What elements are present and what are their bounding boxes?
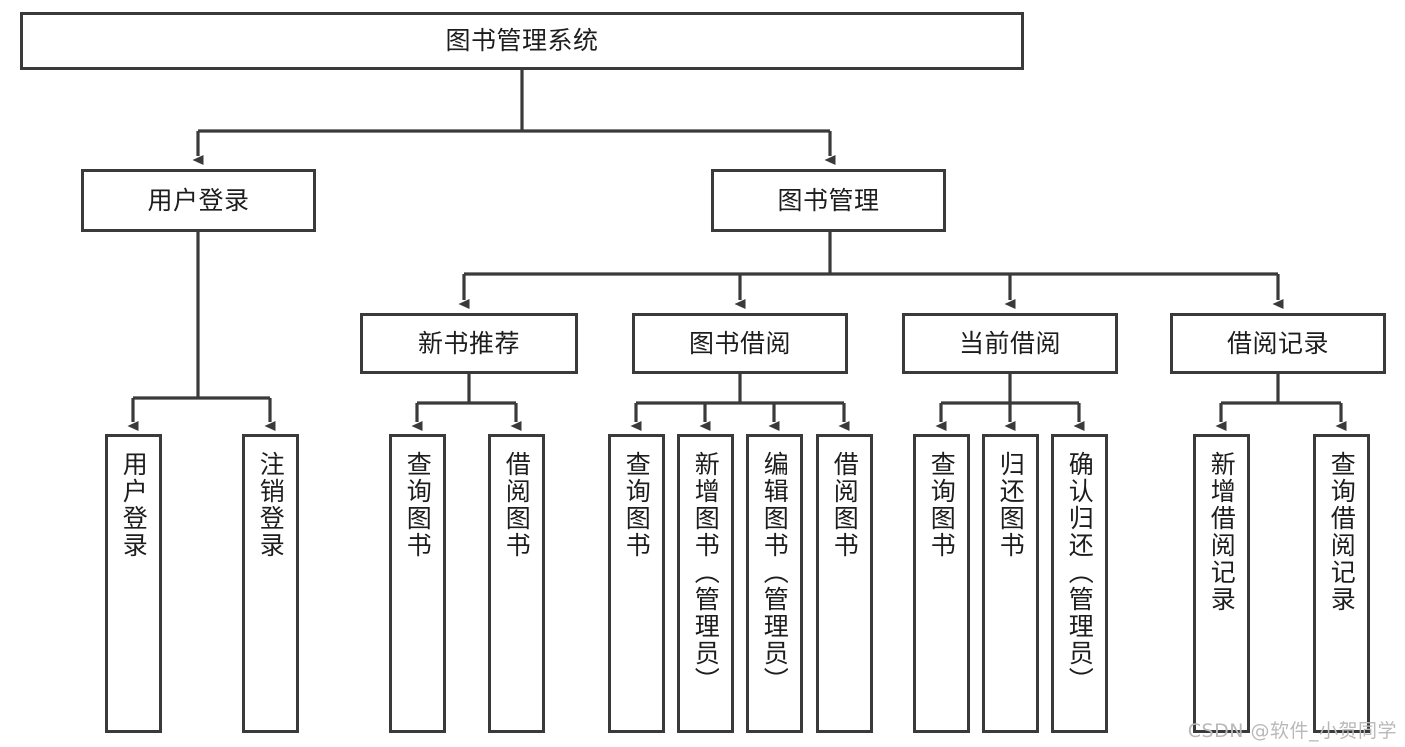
- node-label: 图书管理系统: [445, 26, 599, 56]
- node-label: 归还图书: [996, 451, 1026, 559]
- node-user-login[interactable]: 用户登录: [81, 169, 316, 232]
- node-label: 借阅图书: [830, 451, 860, 559]
- node-borrow-records[interactable]: 借阅记录: [1170, 313, 1386, 374]
- node-book-management[interactable]: 图书管理: [711, 169, 946, 232]
- node-label: 编辑图书（管理员）: [760, 451, 790, 694]
- node-label: 用户登录: [147, 185, 250, 215]
- node-label: 用户登录: [119, 451, 149, 559]
- node-label: 借阅图书: [502, 451, 532, 559]
- node-root-book-management-system[interactable]: 图书管理系统: [20, 12, 1024, 70]
- node-book-borrow[interactable]: 图书借阅: [632, 313, 848, 374]
- csdn-watermark: CSDN @软件_小贺同学: [1187, 720, 1397, 742]
- node-label: 新增图书（管理员）: [691, 451, 721, 694]
- leaf-user-login[interactable]: 用户登录: [105, 434, 162, 733]
- node-label: 确认归还（管理员）: [1065, 451, 1095, 694]
- leaf-query-borrow-record[interactable]: 查询借阅记录: [1313, 434, 1370, 733]
- leaf-logout[interactable]: 注销登录: [242, 434, 299, 733]
- leaf-query-books-borrow[interactable]: 查询图书: [608, 434, 665, 733]
- leaf-return-books[interactable]: 归还图书: [982, 434, 1039, 733]
- node-label: 借阅记录: [1226, 328, 1329, 358]
- leaf-add-book-admin[interactable]: 新增图书（管理员）: [677, 434, 734, 733]
- node-label: 图书管理: [777, 185, 880, 215]
- leaf-borrow-books-recommend[interactable]: 借阅图书: [488, 434, 545, 733]
- leaf-borrow-books-borrow[interactable]: 借阅图书: [816, 434, 873, 733]
- leaf-query-books-current[interactable]: 查询图书: [913, 434, 970, 733]
- node-label: 图书借阅: [688, 328, 791, 358]
- node-label: 新书推荐: [417, 328, 520, 358]
- node-new-book-recommend[interactable]: 新书推荐: [360, 313, 578, 374]
- node-current-borrow[interactable]: 当前借阅: [902, 313, 1118, 374]
- node-label: 查询图书: [403, 451, 433, 559]
- leaf-query-books-recommend[interactable]: 查询图书: [389, 434, 446, 733]
- node-label: 新增借阅记录: [1207, 451, 1237, 613]
- leaf-add-borrow-record[interactable]: 新增借阅记录: [1193, 434, 1250, 733]
- node-label: 注销登录: [256, 451, 286, 559]
- leaf-edit-book-admin[interactable]: 编辑图书（管理员）: [746, 434, 803, 733]
- leaf-confirm-return-admin[interactable]: 确认归还（管理员）: [1051, 434, 1108, 733]
- node-label: 查询图书: [927, 451, 957, 559]
- node-label: 查询借阅记录: [1327, 451, 1357, 613]
- node-label: 当前借阅: [958, 328, 1061, 358]
- node-label: 查询图书: [622, 451, 652, 559]
